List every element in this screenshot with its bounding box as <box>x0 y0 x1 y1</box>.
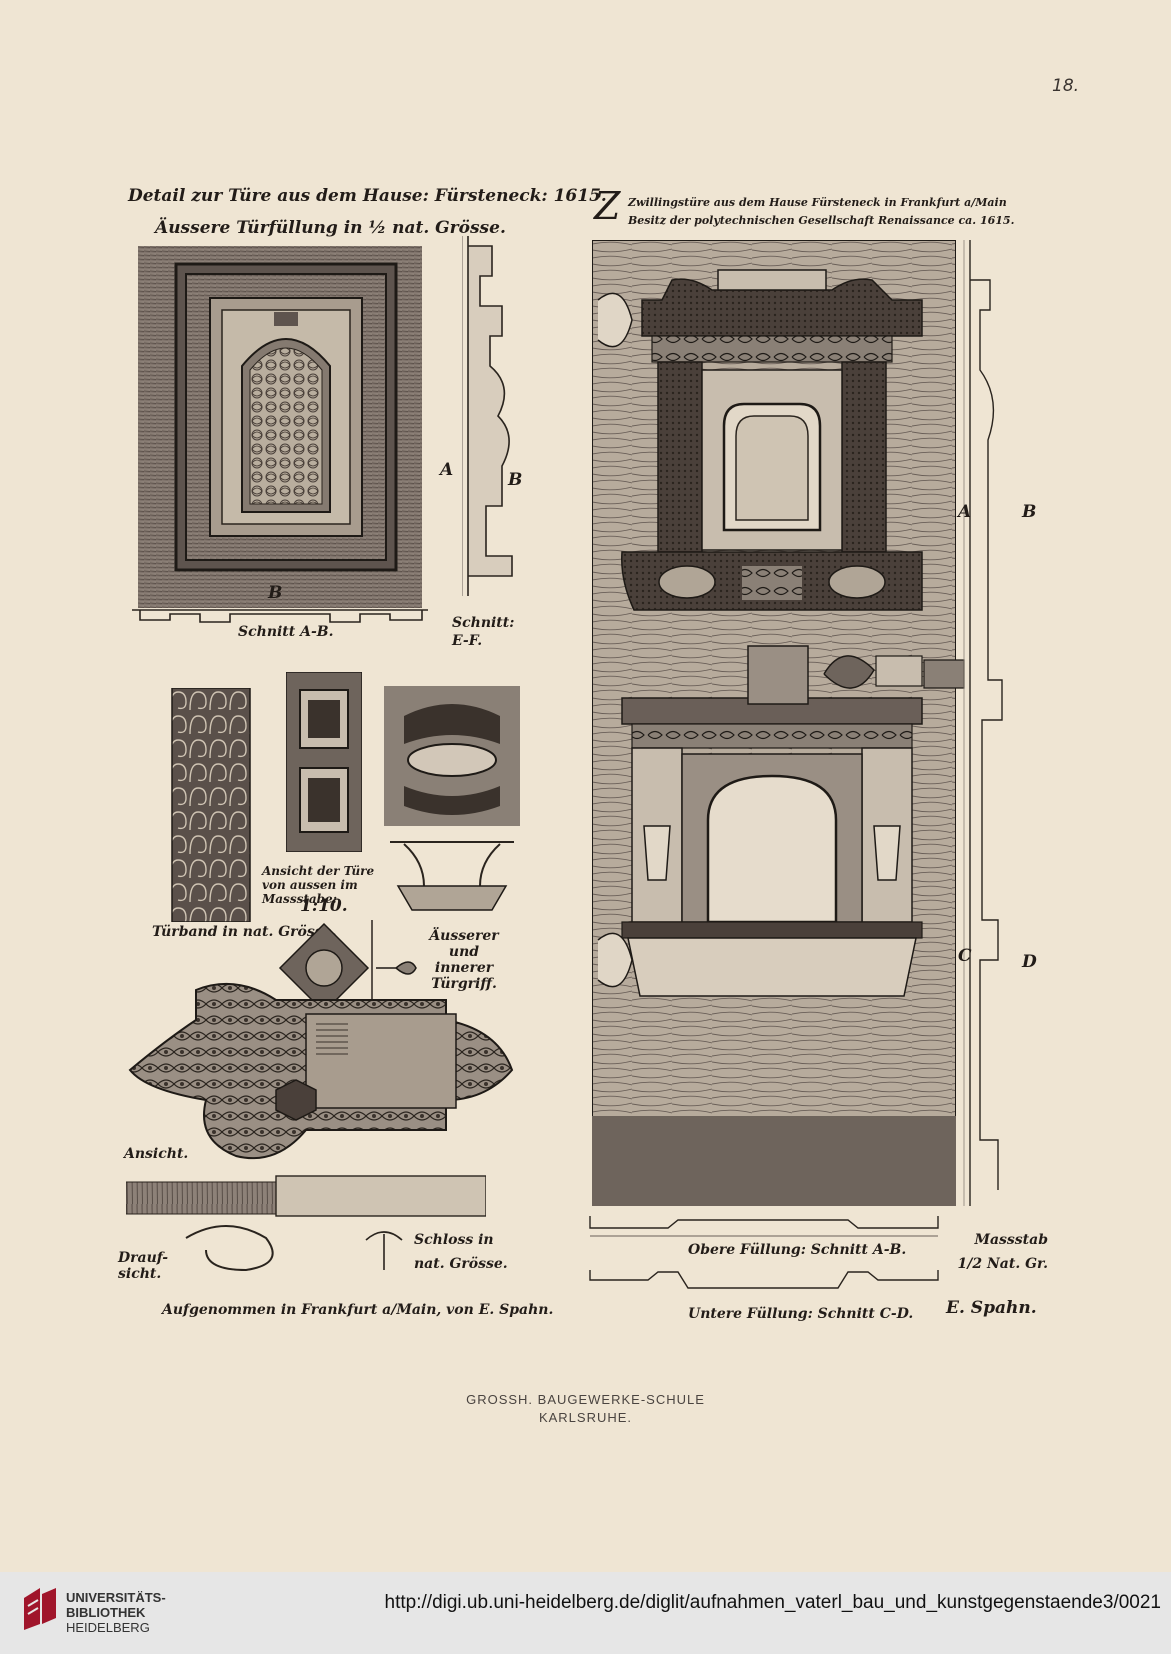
logo-line1: UNIVERSITÄTS- <box>66 1590 166 1605</box>
letter-a-side: A <box>440 460 454 480</box>
door-handle-drawing <box>384 686 520 911</box>
section-ab-profile <box>132 609 428 623</box>
door-panel-drawing <box>138 246 422 608</box>
caption-scale-110: 1:10. <box>300 896 348 916</box>
caption-handle: Äusserer und innerer Türgriff. <box>429 928 499 992</box>
initial-z: Z <box>594 184 621 228</box>
right-section-profile <box>963 240 1003 1206</box>
library-logo-text: UNIVERSITÄTS- BIBLIOTHEK HEIDELBERG <box>66 1590 166 1635</box>
caption-massstab: Massstab 1/2 Nat. Gr. <box>957 1232 1048 1272</box>
page-number: 18. <box>1052 76 1080 96</box>
library-logo-icon <box>24 1588 56 1630</box>
caption-lower-fill: Untere Füllung: Schnitt C-D. <box>688 1306 914 1322</box>
right-letter-d: D <box>1022 952 1037 972</box>
caption-schnitt-ef: Schnitt: E-F. <box>452 615 515 649</box>
caption-upper-fill: Obere Füllung: Schnitt A-B. <box>688 1242 907 1258</box>
school-line1: GROSSH. BAUGEWERKE-SCHULE <box>466 1392 705 1407</box>
twin-door-lock <box>747 645 965 705</box>
caption-schloss: Schloss in nat. Grösse. <box>414 1232 508 1272</box>
rosette-knob-drawing <box>278 920 417 1016</box>
letter-b-side: B <box>508 470 523 490</box>
caption-recorded: Aufgenommen in Frankfurt a/Main, von E. … <box>162 1302 554 1318</box>
source-url-link[interactable]: http://digi.ub.uni-heidelberg.de/diglit/… <box>384 1592 1161 1613</box>
left-title-line2: Äussere Türfüllung in ½ nat. Grösse. <box>155 218 506 238</box>
caption-author: E. Spahn. <box>946 1298 1037 1318</box>
caption-door-view: Ansicht der Türe von aussen im Massstabe… <box>262 864 375 906</box>
school-line2: KARLSRUHE. <box>538 1410 633 1425</box>
logo-line2: BIBLIOTHEK <box>66 1605 146 1620</box>
right-title-line1: Zwillingstüre aus dem Hause Fürsteneck i… <box>628 196 1007 209</box>
right-letter-b: B <box>1022 502 1037 522</box>
caption-draufsicht: Drauf-sicht. <box>118 1250 169 1282</box>
left-title-line1: Detail zur Türe aus dem Hause: Fürstenec… <box>128 186 607 206</box>
lower-fill-section <box>589 1270 939 1289</box>
footer-bar <box>0 1572 1171 1654</box>
lock-topview-drawing <box>126 1175 486 1272</box>
caption-schnitt-ab: Schnitt A-B. <box>238 624 334 640</box>
letter-b-under-panel: B <box>268 583 283 603</box>
caption-band: Türband in nat. Grösse. <box>152 924 337 940</box>
hinge-band-drawing <box>171 688 251 922</box>
right-letter-c: C <box>958 946 972 966</box>
caption-ansicht: Ansicht. <box>124 1146 189 1162</box>
right-letter-a: A <box>958 502 972 522</box>
right-title-line2: Besitz der polytechnischen Gesellschaft … <box>628 214 1015 227</box>
section-ef-profile <box>462 236 513 596</box>
door-view-drawing <box>286 672 362 852</box>
plate: 18. Detail zur Türe aus dem Hause: Fürst… <box>118 76 1080 1425</box>
logo-line3: HEIDELBERG <box>66 1620 150 1635</box>
upper-fill-section <box>589 1216 939 1237</box>
lock-drawing <box>128 982 514 1160</box>
twin-door-elevation <box>592 240 956 1206</box>
